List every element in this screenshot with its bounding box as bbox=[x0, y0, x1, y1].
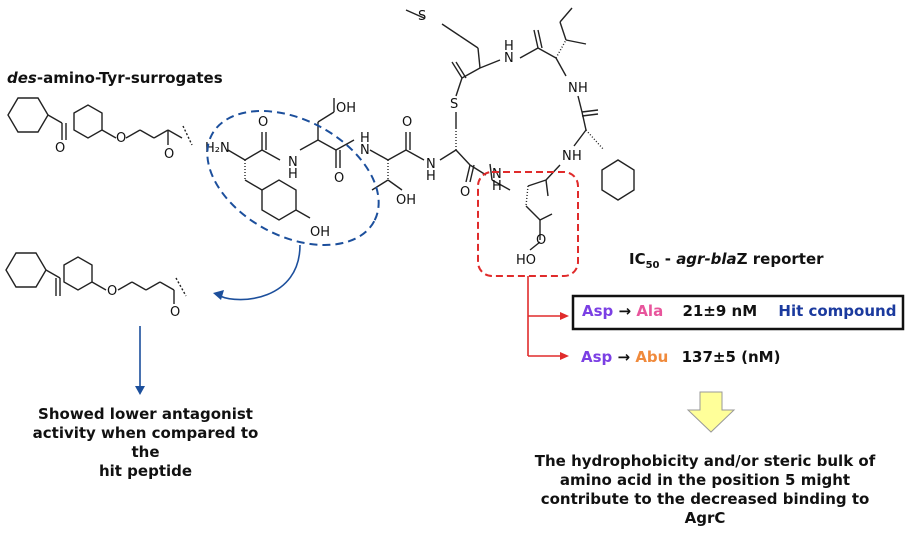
ic50-title: IC50 - agr-blaZ reporter bbox=[629, 250, 824, 271]
serine-hydroxyl: OH bbox=[336, 101, 356, 116]
amide-h-7: H bbox=[492, 179, 502, 194]
ether-oxygen-2: O bbox=[107, 284, 117, 299]
ketone-oxygen: O bbox=[55, 141, 65, 156]
amide-h-1: H bbox=[288, 167, 298, 182]
right-conclusion-line-1: The hydrophobicity and/or steric bulk of bbox=[534, 452, 876, 470]
left-conclusion-line-1: Showed lower antagonist bbox=[38, 405, 253, 423]
ic50-title-mid: - bbox=[659, 250, 677, 268]
row1-arrow: → bbox=[618, 302, 632, 320]
row1-value: 21±9 nM bbox=[682, 302, 758, 320]
carbonyl-oxygen-1: O bbox=[164, 147, 174, 162]
ether-oxygen-1: O bbox=[116, 131, 126, 146]
amide-h-2: H bbox=[360, 131, 370, 146]
thioether-sulfur: S bbox=[418, 9, 426, 24]
row2-value: 137±5 (nM) bbox=[681, 348, 781, 366]
right-conclusion-line-2: amino acid in the position 5 might bbox=[559, 471, 851, 489]
ic50-title-italic: agr-bla bbox=[676, 250, 737, 268]
carbonyl-o-asp: O bbox=[536, 233, 546, 248]
row2-from: Asp bbox=[581, 348, 613, 366]
amide-nh-2: N bbox=[360, 143, 370, 158]
tyrosine-hydroxyl: OH bbox=[310, 225, 330, 240]
ic50-title-pre: IC bbox=[629, 250, 646, 268]
red-arrowhead-row1 bbox=[560, 312, 569, 320]
tyrosine-highlight-ellipse bbox=[206, 110, 380, 246]
carbonyl-oxygen-2: O bbox=[170, 305, 180, 320]
row1-to: Ala bbox=[636, 302, 664, 320]
row2-to: Abu bbox=[635, 348, 669, 366]
diphenylethene-structure bbox=[5, 252, 187, 304]
curved-arrow-head bbox=[213, 290, 224, 300]
right-conclusion-line-3: contribute to the decreased binding to bbox=[540, 490, 870, 508]
down-arrow-left-head bbox=[135, 386, 145, 395]
amine-h2n: H₂N bbox=[205, 141, 230, 156]
amide-nh-6: N bbox=[562, 149, 572, 164]
amide-nh-3: N bbox=[426, 157, 436, 172]
carbonyl-o-thr: O bbox=[402, 115, 412, 130]
hit-compound-box bbox=[571, 294, 905, 331]
amide-h-5: H bbox=[578, 81, 588, 96]
yellow-down-arrow bbox=[686, 391, 736, 433]
aspartate-hydroxyl: HO bbox=[516, 253, 536, 268]
surrogates-title-prefix: des bbox=[7, 69, 37, 87]
carbonyl-o-ser: O bbox=[334, 171, 344, 186]
row1-from: Asp bbox=[582, 302, 614, 320]
amide-h-3: H bbox=[426, 169, 436, 184]
left-conclusion-line-3: hit peptide bbox=[98, 462, 193, 480]
mutation-row-2: Asp → Abu 137±5 (nM) bbox=[581, 348, 780, 366]
right-conclusion-line-4: AgrC bbox=[684, 509, 726, 527]
amide-h-6: H bbox=[572, 149, 582, 164]
carbonyl-o-cys: O bbox=[460, 185, 470, 200]
red-arrowhead-row2 bbox=[560, 352, 569, 360]
amide-nh-7: N bbox=[492, 167, 502, 182]
surrogates-title-rest: -amino-Tyr-surrogates bbox=[36, 69, 223, 87]
amide-nh-1: N bbox=[288, 155, 298, 170]
thioester-sulfur: S bbox=[450, 97, 458, 112]
curved-arrow bbox=[219, 244, 301, 301]
amide-nh-4: N bbox=[504, 51, 514, 66]
peptide-structure bbox=[227, 7, 635, 251]
left-conclusion-line-2: activity when compared to the bbox=[32, 424, 259, 461]
amide-h-4: H bbox=[504, 39, 514, 54]
ic50-title-sub: 50 bbox=[645, 260, 660, 271]
amide-nh-5: N bbox=[568, 81, 578, 96]
mutation-row-1: Asp → Ala 21±9 nM Hit compound bbox=[582, 302, 896, 320]
right-conclusion: The hydrophobicity and/or steric bulk of… bbox=[500, 452, 910, 528]
threonine-hydroxyl: OH bbox=[396, 193, 416, 208]
row2-arrow: → bbox=[617, 348, 631, 366]
aspartate-highlight-box bbox=[477, 171, 579, 277]
ic50-title-post: Z reporter bbox=[736, 250, 824, 268]
surrogates-title: des-amino-Tyr-surrogates bbox=[7, 69, 223, 87]
carbonyl-o-tyr: O bbox=[258, 115, 268, 130]
row1-note: Hit compound bbox=[778, 302, 897, 320]
left-conclusion: Showed lower antagonist activity when co… bbox=[18, 405, 273, 481]
benzophenone-structure bbox=[7, 97, 193, 146]
